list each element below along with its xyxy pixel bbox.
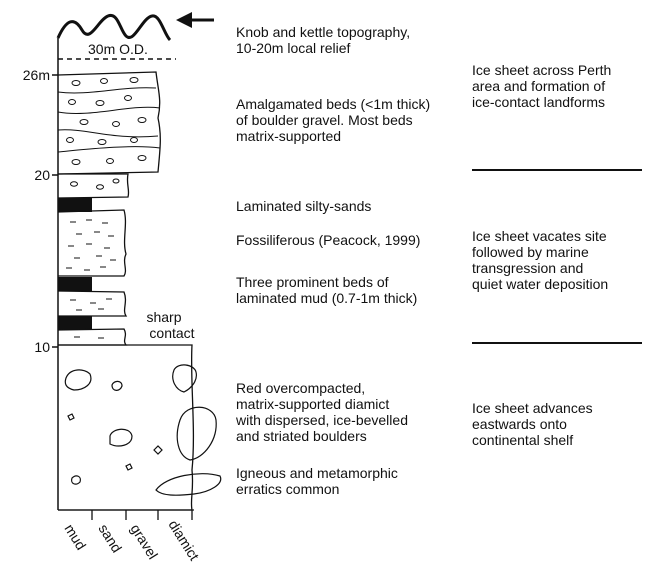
thin-bed: [58, 329, 126, 345]
desc-fossiliferous: Fossiliferous (Peacock, 1999): [236, 232, 420, 248]
interp-ice-advances: Ice sheet advances eastwards onto contin…: [472, 400, 593, 448]
depth-label-10: 10: [34, 339, 50, 355]
mud-bed-1: [58, 198, 92, 212]
divider-lower: [472, 342, 642, 344]
desc-line: Knob and kettle topography,: [236, 24, 410, 40]
datum-label: 30m O.D.: [88, 41, 148, 57]
grain-label-mud: mud: [61, 521, 89, 553]
desc-line: 10-20m local relief: [236, 40, 410, 56]
interp-line: quiet water deposition: [472, 276, 608, 292]
interp-line: Ice sheet vacates site: [472, 228, 608, 244]
grain-label-diamict: diamict: [165, 517, 202, 563]
sand-laminae-2: [70, 299, 112, 310]
interp-line: continental shelf: [472, 432, 593, 448]
interp-line: ice-contact landforms: [472, 94, 611, 110]
grain-label-gravel: gravel: [127, 521, 161, 562]
interp-ice-sheet-perth: Ice sheet across Perth area and formatio…: [472, 62, 611, 110]
contact-label-line-2: contact: [149, 325, 194, 341]
depth-label-20: 20: [34, 167, 50, 183]
contact-label-line-1: sharp: [146, 309, 181, 325]
gravel-bed-boundaries: [58, 88, 160, 152]
knob-kettle-surface: [58, 15, 170, 40]
desc-diamict: Red overcompacted, matrix-supported diam…: [236, 380, 408, 444]
interp-line: eastwards onto: [472, 416, 593, 432]
desc-line: Fossiliferous (Peacock, 1999): [236, 232, 420, 248]
desc-erratics: Igneous and metamorphic erratics common: [236, 465, 398, 497]
gravel-bed-thin: [58, 174, 129, 198]
desc-line: erratics common: [236, 481, 398, 497]
desc-laminated: Laminated silty-sands: [236, 198, 371, 214]
desc-line: matrix-supported diamict: [236, 396, 408, 412]
desc-knob-kettle: Knob and kettle topography, 10-20m local…: [236, 24, 410, 56]
interp-line: Ice sheet advances: [472, 400, 593, 416]
desc-line: matrix-supported: [236, 128, 430, 144]
interp-line: followed by marine: [472, 244, 608, 260]
arrow-head-icon: [176, 12, 192, 28]
divider-upper: [472, 169, 642, 171]
desc-line: laminated mud (0.7-1m thick): [236, 290, 417, 306]
desc-line: with dispersed, ice-bevelled: [236, 412, 408, 428]
interp-line: transgression and: [472, 260, 608, 276]
grain-label-sand: sand: [95, 521, 125, 555]
mud-bed-2: [58, 277, 92, 291]
interp-line: area and formation of: [472, 78, 611, 94]
desc-mud-beds: Three prominent beds of laminated mud (0…: [236, 274, 417, 306]
depth-label-26m: 26m: [23, 67, 50, 83]
mud-bed-3: [58, 316, 92, 330]
desc-amalgamated: Amalgamated beds (<1m thick) of boulder …: [236, 96, 430, 144]
desc-line: Three prominent beds of: [236, 274, 417, 290]
diamict-boulders: [65, 365, 220, 495]
desc-line: Red overcompacted,: [236, 380, 408, 396]
sand-laminae: [66, 220, 116, 270]
desc-line: Igneous and metamorphic: [236, 465, 398, 481]
gravel-clasts-thin: [71, 179, 120, 189]
desc-line: of boulder gravel. Most beds: [236, 112, 430, 128]
interp-line: Ice sheet across Perth: [472, 62, 611, 78]
desc-line: Laminated silty-sands: [236, 198, 371, 214]
thin-bed-marks: [74, 337, 104, 338]
interp-ice-vacates: Ice sheet vacates site followed by marin…: [472, 228, 608, 292]
desc-line: Amalgamated beds (<1m thick): [236, 96, 430, 112]
desc-line: and striated boulders: [236, 428, 408, 444]
